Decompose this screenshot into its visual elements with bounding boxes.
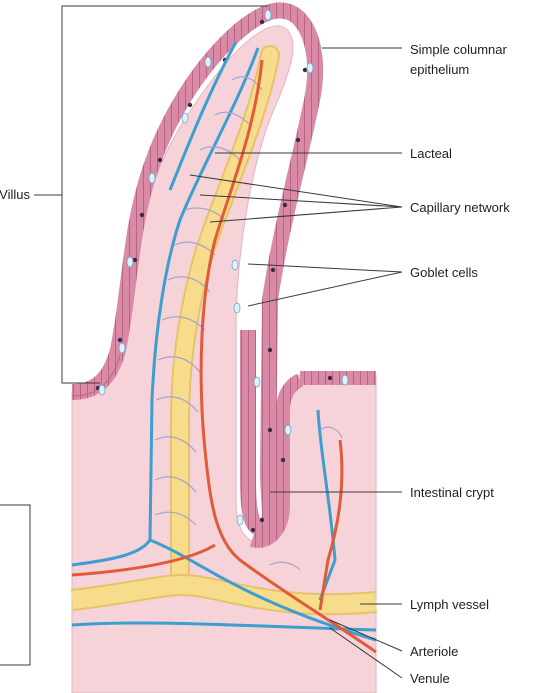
label-lymph-vessel: Lymph vessel: [410, 597, 489, 612]
label-venule: Venule: [410, 671, 450, 686]
goblet-cells: [98, 9, 349, 526]
arteriole: [71, 59, 377, 654]
leader-lines: [0, 5, 403, 679]
simple-columnar-epithelium: [71, 2, 376, 548]
label-arteriole: Arteriole: [410, 644, 458, 659]
label-villus: Villus: [0, 187, 30, 202]
label-lacteal: Lacteal: [410, 146, 452, 161]
labels: Villus Simple columnar epithelium Lactea…: [0, 42, 510, 686]
label-epithelium-line1: Simple columnar: [410, 42, 507, 57]
label-epithelium-line2: epithelium: [410, 62, 469, 77]
label-capillary-network: Capillary network: [410, 200, 510, 215]
label-intestinal-crypt: Intestinal crypt: [410, 485, 494, 500]
capillary-network: [71, 41, 377, 642]
label-goblet-cells: Goblet cells: [410, 265, 478, 280]
